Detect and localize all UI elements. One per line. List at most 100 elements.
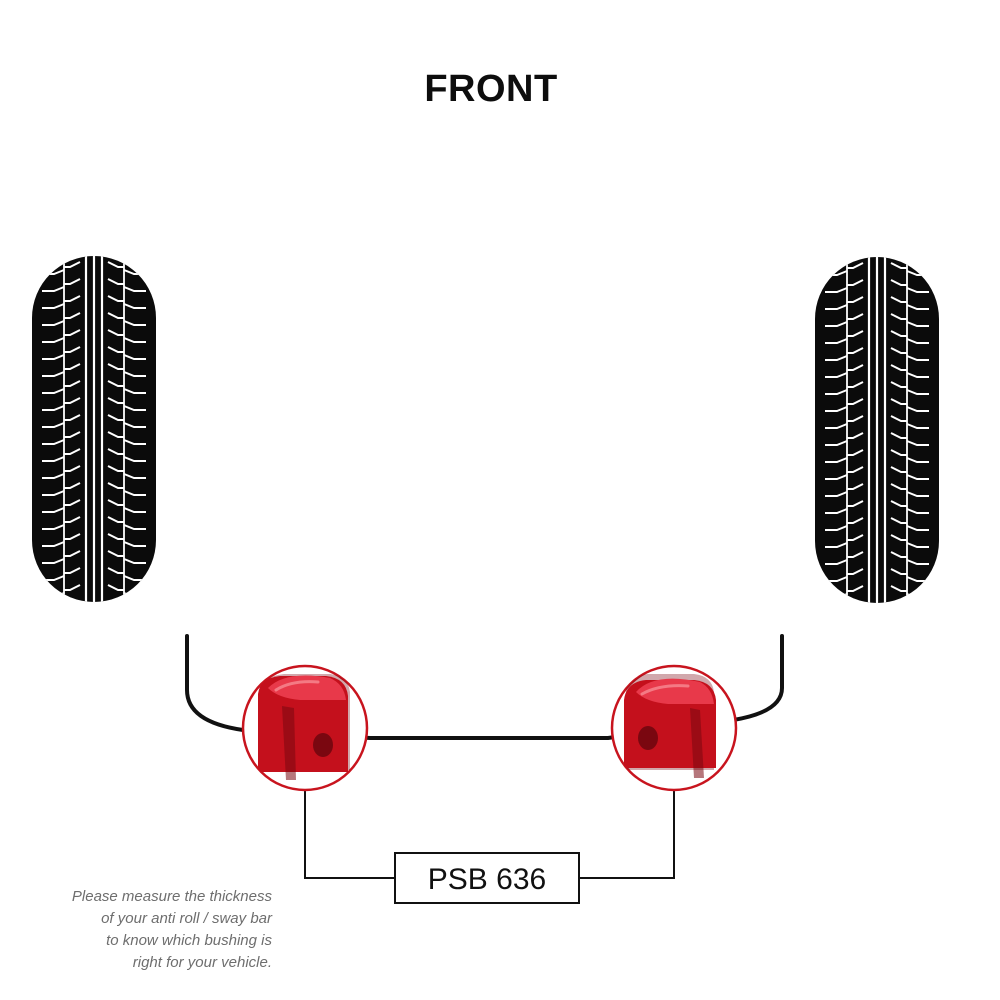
tread-line [42,388,65,394]
tread-line [890,432,907,439]
tread-line [890,517,907,524]
tread-line [64,380,81,387]
note-line: to know which bushing is [106,932,272,949]
callout-line-left [304,790,394,879]
tread-line [107,363,124,370]
left-bushing-icon [258,674,350,780]
tread-line [890,347,907,354]
tread-line [890,568,907,575]
tread-line [890,449,907,456]
tread-line [825,287,848,293]
tread-line [825,440,848,446]
tread-line [906,355,929,361]
page-title: FRONT [424,68,558,110]
tread-line [107,329,124,336]
tread-line [123,558,146,564]
tread-line [847,551,864,558]
tread-line [890,262,907,269]
tread-line [42,592,65,598]
tread-line [847,466,864,473]
tread-line [825,389,848,395]
tread-line [107,567,124,574]
tread-line [64,431,81,438]
tread-line [42,541,65,547]
tread-line [64,295,81,302]
tread-line [107,312,124,319]
tread-line [890,364,907,371]
tread-line [123,524,146,530]
tread-line [890,381,907,388]
tread-line [906,304,929,310]
tread-line [906,372,929,378]
tread-line [890,483,907,490]
anti-roll-bar [185,634,784,740]
tread-line [825,372,848,378]
right-bushing-icon [624,674,716,778]
tread-line [890,330,907,337]
tread-line [825,321,848,327]
tread-line [64,363,81,370]
tread-line [64,567,81,574]
tread-line [123,541,146,547]
tread-line [123,507,146,513]
tread-line [107,295,124,302]
tread-line [42,456,65,462]
tread-line [847,330,864,337]
part-number-label: PSB 636 [394,852,580,904]
tread-line [42,490,65,496]
tread-line [906,491,929,497]
tread-line [123,473,146,479]
tread-line [64,397,81,404]
tread-line [123,490,146,496]
tread-line [42,558,65,564]
tread-line [825,491,848,497]
tread-line [906,508,929,514]
tread-line [123,354,146,360]
callout-line-right [580,790,675,879]
tread-line [906,474,929,480]
tread-line [42,524,65,530]
tread-line [42,303,65,309]
tread-line [42,354,65,360]
tread-line [847,279,864,286]
tread-line [847,432,864,439]
tread-line [123,320,146,326]
tread-line [64,448,81,455]
tread-line [825,593,848,599]
tread-line [42,507,65,513]
note-line: right for your vehicle. [132,954,272,971]
tread-line [847,381,864,388]
tread-line [890,415,907,422]
tread-line [42,337,65,343]
tread-line [847,398,864,405]
tread-line [906,389,929,395]
tread-line [64,516,81,523]
tread-line [64,533,81,540]
tread-line [847,347,864,354]
tread-line [906,287,929,293]
tread-line [890,551,907,558]
tread-line [906,525,929,531]
tread-line [107,431,124,438]
tread-line [847,262,864,269]
tread-line [123,405,146,411]
tread-line [123,456,146,462]
tread-line [123,303,146,309]
tread-line [107,584,124,591]
tread-line [890,398,907,405]
tread-line [825,406,848,412]
note-line: of your anti roll / sway bar [101,910,272,927]
tread-line [906,406,929,412]
tread-line [64,550,81,557]
tread-line [64,261,81,268]
note-line: Please measure the thickness [71,888,272,905]
tread-line [906,542,929,548]
tread-line [847,585,864,592]
tread-line [123,337,146,343]
tread-line [107,482,124,489]
tread-line [825,423,848,429]
tread-line [42,473,65,479]
tread-line [107,465,124,472]
tread-line [825,559,848,565]
